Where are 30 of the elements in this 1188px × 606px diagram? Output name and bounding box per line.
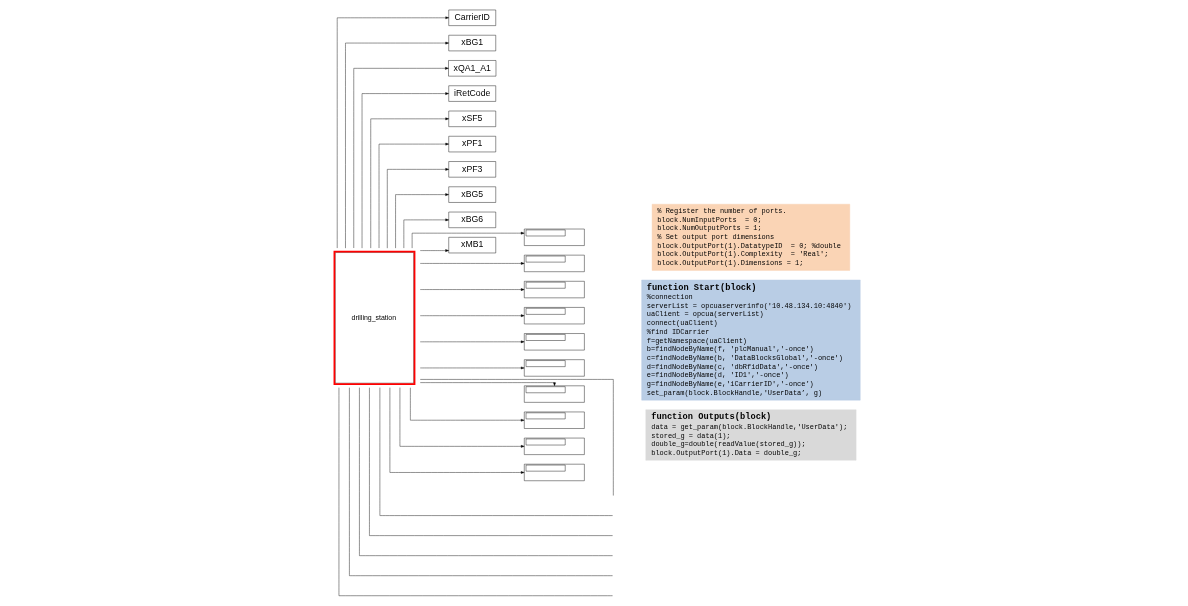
node-box: xBG6 — [448, 211, 496, 228]
arrow — [419, 382, 556, 386]
arrow — [378, 142, 449, 249]
arrow — [419, 262, 524, 265]
node-box: xPF3 — [448, 161, 496, 178]
arrow — [411, 231, 524, 249]
arrow — [419, 340, 524, 344]
node-box: CarrierID — [448, 9, 496, 26]
node-box: xPF1 — [448, 136, 496, 153]
node-box: xBG5 — [448, 186, 496, 203]
arrow — [394, 193, 449, 249]
node-box: iRetCode — [448, 85, 496, 102]
node-box: xBG1 — [448, 35, 496, 52]
node-box: xQA1_A1 — [447, 60, 496, 77]
node-box: xMB1 — [448, 237, 496, 254]
arrow — [386, 168, 449, 249]
arrow — [353, 67, 449, 249]
arrow — [361, 92, 449, 249]
arrow — [336, 16, 449, 249]
arrow — [419, 314, 524, 317]
arrow — [409, 387, 524, 422]
arrow — [344, 41, 449, 249]
arrow — [419, 366, 524, 370]
arrow — [389, 387, 524, 474]
arrow — [370, 117, 449, 249]
arrow — [419, 249, 449, 252]
arrow — [403, 218, 449, 249]
arrow — [419, 288, 524, 291]
arrow — [399, 387, 524, 448]
node-box: xSF5 — [448, 110, 496, 127]
